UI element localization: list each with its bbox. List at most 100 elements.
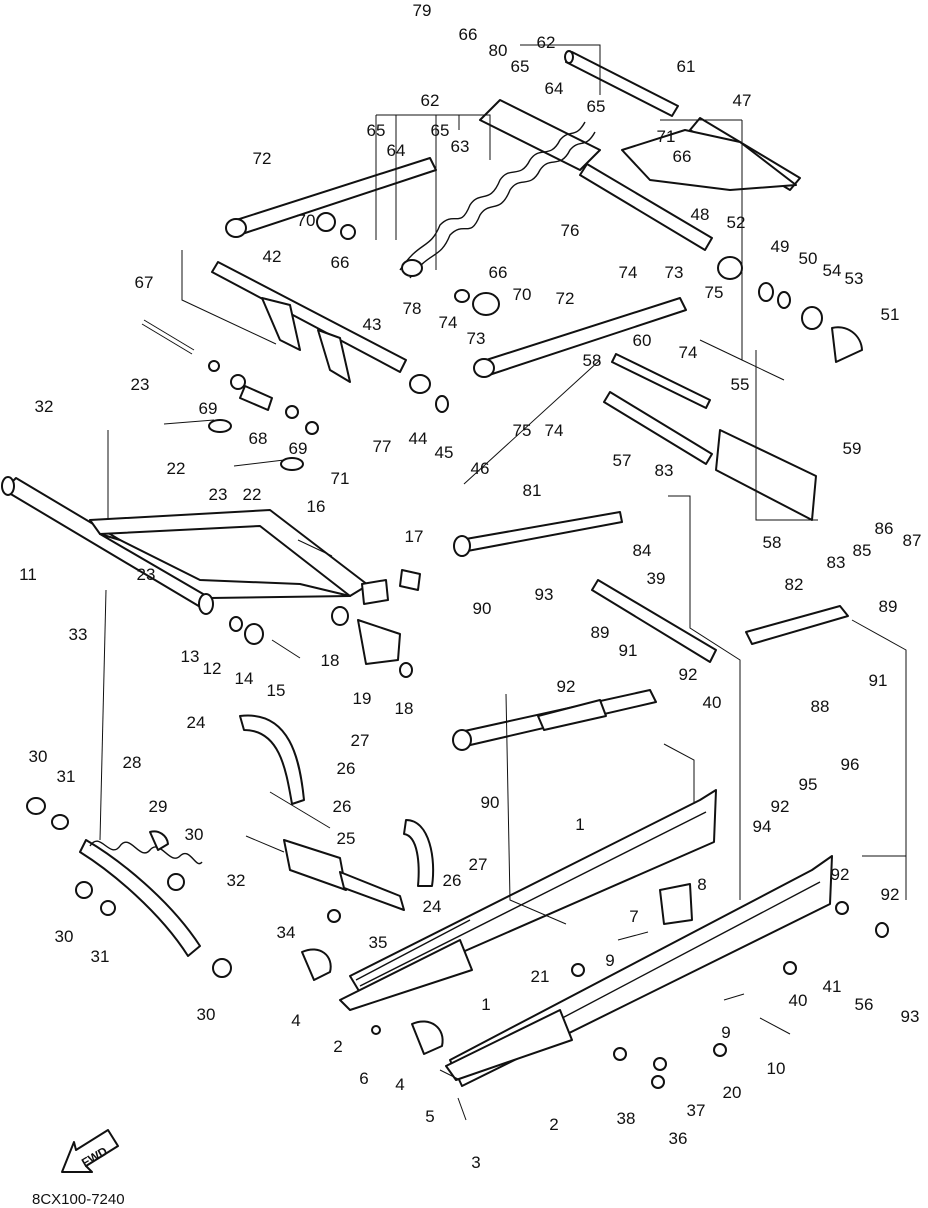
callout-95: 95 bbox=[799, 775, 818, 794]
callout-23: 23 bbox=[131, 375, 150, 394]
callout-60: 60 bbox=[633, 331, 652, 350]
callout-52: 52 bbox=[727, 213, 746, 232]
callout-32: 32 bbox=[227, 871, 246, 890]
callout-90: 90 bbox=[473, 599, 492, 618]
callout-75: 75 bbox=[513, 421, 532, 440]
callout-91: 91 bbox=[619, 641, 638, 660]
callout-30: 30 bbox=[29, 747, 48, 766]
callout-85: 85 bbox=[853, 541, 872, 560]
callout-65: 65 bbox=[431, 121, 450, 140]
callout-73: 73 bbox=[665, 263, 684, 282]
callout-63: 63 bbox=[451, 137, 470, 156]
callout-1: 1 bbox=[575, 815, 584, 834]
callout-27: 27 bbox=[469, 855, 488, 874]
callout-30: 30 bbox=[55, 927, 74, 946]
callout-35: 35 bbox=[369, 933, 388, 952]
callout-66: 66 bbox=[489, 263, 508, 282]
callout-87: 87 bbox=[903, 531, 922, 550]
callout-66: 66 bbox=[673, 147, 692, 166]
figure-code: 8CX100-7240 bbox=[32, 1191, 125, 1208]
callout-96: 96 bbox=[841, 755, 860, 774]
callout-62: 62 bbox=[537, 33, 556, 52]
callout-77: 77 bbox=[373, 437, 392, 456]
callout-45: 45 bbox=[435, 443, 454, 462]
callout-23: 23 bbox=[137, 565, 156, 584]
callout-66: 66 bbox=[331, 253, 350, 272]
callout-90: 90 bbox=[481, 793, 500, 812]
callout-21: 21 bbox=[531, 967, 550, 986]
callout-9: 9 bbox=[605, 951, 614, 970]
callout-5: 5 bbox=[425, 1107, 434, 1126]
callout-54: 54 bbox=[823, 261, 842, 280]
callout-4: 4 bbox=[395, 1075, 404, 1094]
stopper-strap-assembly bbox=[239, 714, 435, 923]
callout-89: 89 bbox=[879, 597, 898, 616]
callout-36: 36 bbox=[669, 1129, 688, 1148]
callout-30: 30 bbox=[185, 825, 204, 844]
callout-38: 38 bbox=[617, 1109, 636, 1128]
callout-18: 18 bbox=[395, 699, 414, 718]
callout-29: 29 bbox=[149, 797, 168, 816]
callout-79: 79 bbox=[413, 1, 432, 20]
callout-65: 65 bbox=[367, 121, 386, 140]
front-shock-assembly bbox=[26, 797, 232, 978]
callout-23: 23 bbox=[209, 485, 228, 504]
callout-14: 14 bbox=[235, 669, 254, 688]
shock-spring bbox=[399, 121, 596, 279]
callout-37: 37 bbox=[687, 1101, 706, 1120]
callout-25: 25 bbox=[337, 829, 356, 848]
callout-4: 4 bbox=[291, 1011, 300, 1030]
callout-71: 71 bbox=[657, 127, 676, 146]
callout-73: 73 bbox=[467, 329, 486, 348]
callout-19: 19 bbox=[353, 689, 372, 708]
callout-68: 68 bbox=[249, 429, 268, 448]
callout-43: 43 bbox=[363, 315, 382, 334]
callout-13: 13 bbox=[181, 647, 200, 666]
rear-arm-assembly bbox=[141, 50, 863, 751]
callout-33: 33 bbox=[69, 625, 88, 644]
callout-57: 57 bbox=[613, 451, 632, 470]
callout-74: 74 bbox=[545, 421, 564, 440]
callout-22: 22 bbox=[167, 459, 186, 478]
callout-26: 26 bbox=[443, 871, 462, 890]
callout-86: 86 bbox=[875, 519, 894, 538]
slide-rail-assembly bbox=[301, 789, 889, 1121]
callout-62: 62 bbox=[421, 91, 440, 110]
callout-9: 9 bbox=[721, 1023, 730, 1042]
callout-76: 76 bbox=[561, 221, 580, 240]
callout-18: 18 bbox=[321, 651, 340, 670]
callout-42: 42 bbox=[263, 247, 282, 266]
callout-51: 51 bbox=[881, 305, 900, 324]
callout-71: 71 bbox=[331, 469, 350, 488]
callout-50: 50 bbox=[799, 249, 818, 268]
callout-17: 17 bbox=[405, 527, 424, 546]
callout-89: 89 bbox=[591, 623, 610, 642]
callout-64: 64 bbox=[387, 141, 406, 160]
callout-67: 67 bbox=[135, 273, 154, 292]
callout-24: 24 bbox=[187, 713, 206, 732]
front-arm-assembly bbox=[1, 419, 421, 678]
callout-91: 91 bbox=[869, 671, 888, 690]
callout-15: 15 bbox=[267, 681, 286, 700]
callout-84: 84 bbox=[633, 541, 652, 560]
leader-lines bbox=[99, 44, 907, 925]
callout-92: 92 bbox=[557, 677, 576, 696]
callout-64: 64 bbox=[545, 79, 564, 98]
callout-20: 20 bbox=[723, 1083, 742, 1102]
callout-2: 2 bbox=[333, 1037, 342, 1056]
callout-61: 61 bbox=[677, 57, 696, 76]
callout-2: 2 bbox=[549, 1115, 558, 1134]
callout-81: 81 bbox=[523, 481, 542, 500]
callout-39: 39 bbox=[647, 569, 666, 588]
callout-69: 69 bbox=[289, 439, 308, 458]
callout-47: 47 bbox=[733, 91, 752, 110]
callout-16: 16 bbox=[307, 497, 326, 516]
callout-24: 24 bbox=[423, 897, 442, 916]
callout-65: 65 bbox=[511, 57, 530, 76]
callout-3: 3 bbox=[471, 1153, 480, 1172]
callout-83: 83 bbox=[827, 553, 846, 572]
callout-93: 93 bbox=[901, 1007, 920, 1026]
callout-72: 72 bbox=[556, 289, 575, 308]
callout-83: 83 bbox=[655, 461, 674, 480]
